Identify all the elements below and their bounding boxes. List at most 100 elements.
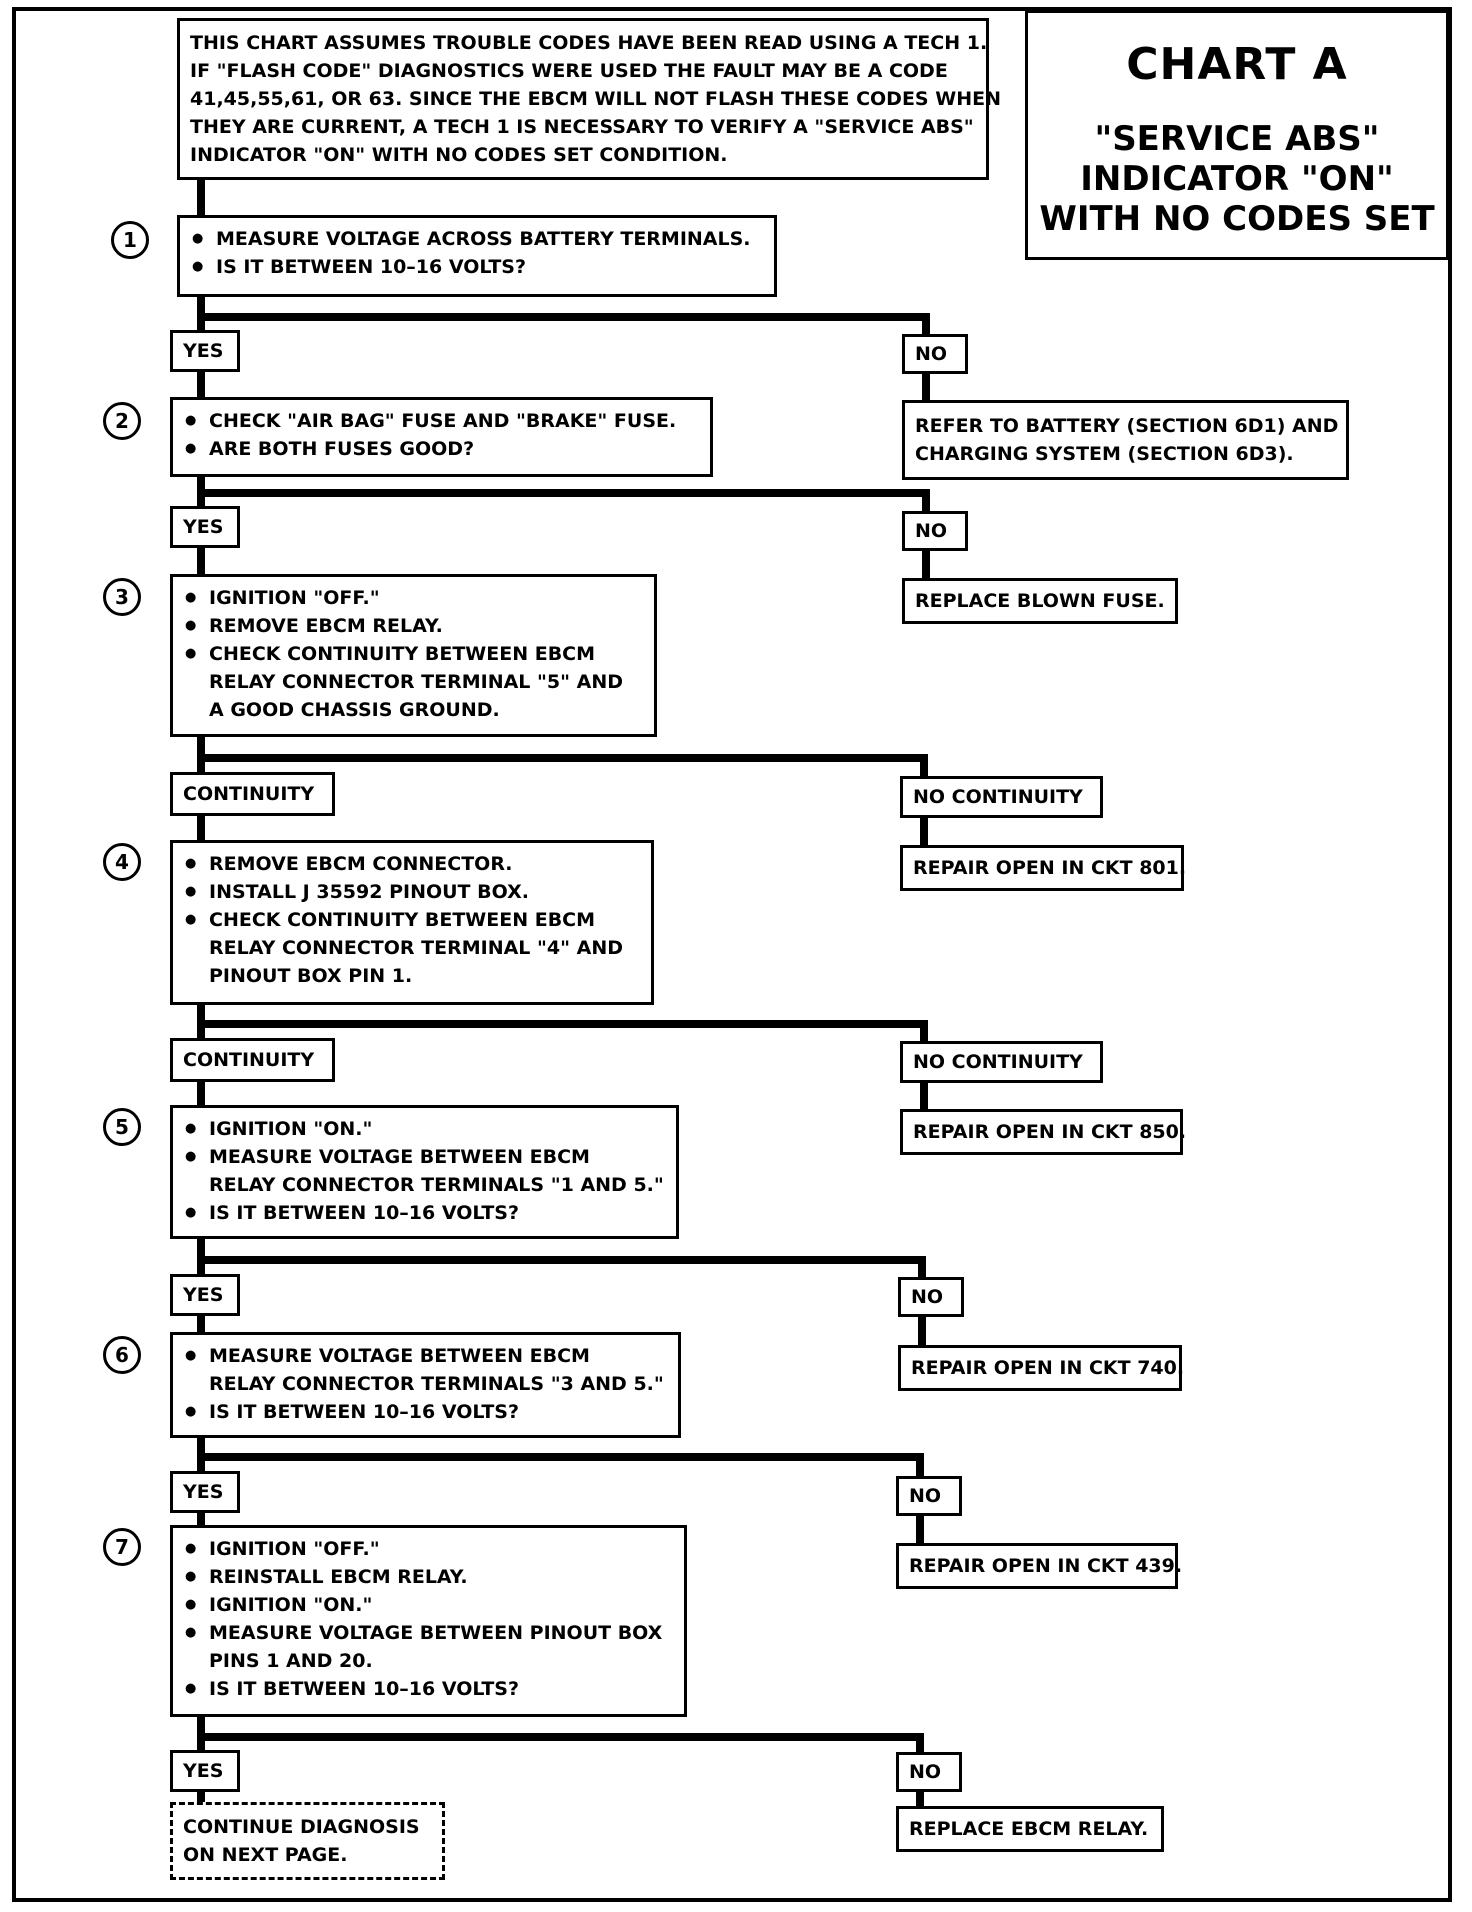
connector-line: [197, 1079, 205, 1107]
result-box: REPLACE EBCM RELAY.: [896, 1806, 1164, 1852]
step-bullet-item: MEASURE VOLTAGE BETWEEN EBCM: [183, 1143, 666, 1171]
connector-line: [922, 489, 930, 513]
connector-line: [197, 1510, 205, 1527]
step-number-circle: 4: [103, 843, 141, 881]
step-box: CHECK "AIR BAG" FUSE AND "BRAKE" FUSE.AR…: [170, 397, 713, 477]
connector-line: [197, 1313, 205, 1334]
branch-label-right: NO: [898, 1277, 964, 1317]
step-bullet-item: IGNITION "ON.": [183, 1115, 666, 1143]
connector-line: [916, 1733, 924, 1754]
step-bullet-item: CHECK "AIR BAG" FUSE AND "BRAKE" FUSE.: [183, 407, 700, 435]
branch-label-right: NO: [902, 511, 968, 551]
connector-line: [922, 371, 930, 402]
step-bullet-item: IS IT BETWEEN 10–16 VOLTS?: [183, 1398, 668, 1426]
branch-label-right: NO CONTINUITY: [900, 776, 1103, 818]
step-bullet-item: MEASURE VOLTAGE BETWEEN EBCM: [183, 1342, 668, 1370]
connector-line: [916, 1453, 924, 1478]
chart-title-box: CHART A "SERVICE ABS" INDICATOR "ON" WIT…: [1025, 10, 1449, 260]
step-bullet-item: IS IT BETWEEN 10–16 VOLTS?: [183, 1675, 674, 1703]
connector-line: [918, 1256, 926, 1279]
step-box: IGNITION "OFF."REINSTALL EBCM RELAY.IGNI…: [170, 1525, 687, 1717]
connector-line: [920, 754, 928, 778]
step-bullet-item: IGNITION "OFF.": [183, 1535, 674, 1563]
step-bullet-item: ARE BOTH FUSES GOOD?: [183, 435, 700, 463]
connector-line: [197, 1020, 928, 1028]
connector-line: [197, 754, 928, 762]
result-line: REPAIR OPEN IN CKT 740.: [911, 1357, 1185, 1379]
step-bullet-item: IS IT BETWEEN 10–16 VOLTS?: [183, 1199, 666, 1227]
result-line: REPLACE BLOWN FUSE.: [915, 590, 1165, 612]
step-bullet-item: IS IT BETWEEN 10–16 VOLTS?: [190, 253, 764, 281]
result-box: REFER TO BATTERY (SECTION 6D1) AND CHARGI…: [902, 400, 1349, 480]
result-box: REPAIR OPEN IN CKT 439.: [896, 1543, 1182, 1589]
connector-line: [922, 548, 930, 580]
connector-line: [920, 1080, 928, 1111]
connector-line: [197, 1256, 926, 1264]
step-bullet-item: CHECK CONTINUITY BETWEEN EBCM: [183, 906, 641, 934]
chart-subtitle: "SERVICE ABS" INDICATOR "ON" WITH NO COD…: [1028, 119, 1446, 239]
final-note-line: ON NEXT PAGE.: [183, 1844, 348, 1866]
result-box: REPAIR OPEN IN CKT 740.: [898, 1345, 1185, 1391]
connector-line: [197, 489, 930, 497]
step-continuation-line: RELAY CONNECTOR TERMINALS "3 AND 5.": [209, 1373, 664, 1395]
step-continuation-line: RELAY CONNECTOR TERMINALS "1 AND 5.": [209, 1174, 664, 1196]
connector-line: [920, 1020, 928, 1043]
branch-label-right: NO: [902, 334, 968, 374]
branch-label-left: YES: [170, 1471, 240, 1513]
step-bullet-item: MEASURE VOLTAGE ACROSS BATTERY TERMINALS…: [190, 225, 764, 253]
step-number-circle: 6: [103, 1336, 141, 1374]
connector-line: [197, 313, 930, 321]
intro-note-box: THIS CHART ASSUMES TROUBLE CODES HAVE BE…: [177, 18, 1001, 180]
connector-line: [918, 1314, 926, 1347]
result-box: REPLACE BLOWN FUSE.: [902, 578, 1178, 624]
branch-label-left: CONTINUITY: [170, 1038, 335, 1082]
branch-label-left: YES: [170, 330, 240, 372]
branch-label-right: NO CONTINUITY: [900, 1041, 1103, 1083]
step-box: MEASURE VOLTAGE ACROSS BATTERY TERMINALS…: [177, 215, 777, 297]
branch-label-left: CONTINUITY: [170, 772, 335, 816]
connector-line: [922, 313, 930, 336]
intro-line: INDICATOR "ON" WITH NO CODES SET CONDITI…: [190, 144, 728, 166]
result-line: REFER TO BATTERY (SECTION 6D1) AND: [915, 415, 1339, 437]
result-line: CHARGING SYSTEM (SECTION 6D3).: [915, 443, 1294, 465]
connector-line: [197, 813, 205, 842]
step-continuation-line: PINS 1 AND 20.: [209, 1650, 373, 1672]
branch-label-left: YES: [170, 1274, 240, 1316]
step-box: IGNITION "OFF."REMOVE EBCM RELAY.CHECK C…: [170, 574, 657, 737]
step-number-circle: 1: [111, 221, 149, 259]
step-bullet-item: REMOVE EBCM CONNECTOR.: [183, 850, 641, 878]
step-bullet-item: CHECK CONTINUITY BETWEEN EBCM: [183, 640, 644, 668]
subtitle-line: WITH NO CODES SET: [1039, 199, 1435, 239]
step-box: MEASURE VOLTAGE BETWEEN EBCM RELAY CONNEC…: [170, 1332, 681, 1438]
connector-line: [197, 369, 205, 399]
step-number-circle: 5: [103, 1108, 141, 1146]
step-bullet-item: IGNITION "ON.": [183, 1591, 674, 1619]
branch-label-left: YES: [170, 1750, 240, 1792]
result-line: REPLACE EBCM RELAY.: [909, 1818, 1149, 1840]
step-bullet-item: MEASURE VOLTAGE BETWEEN PINOUT BOX: [183, 1619, 674, 1647]
connector-line: [920, 815, 928, 847]
step-box: REMOVE EBCM CONNECTOR.INSTALL J 35592 PI…: [170, 840, 654, 1005]
branch-label-right: NO: [896, 1476, 962, 1516]
intro-line: THIS CHART ASSUMES TROUBLE CODES HAVE BE…: [190, 32, 988, 54]
step-number-circle: 7: [103, 1528, 141, 1566]
step-continuation-line: RELAY CONNECTOR TERMINAL "5" AND: [209, 671, 624, 693]
connector-line: [197, 178, 205, 217]
step-bullet-item: INSTALL J 35592 PINOUT BOX.: [183, 878, 641, 906]
connector-line: [197, 1789, 205, 1804]
branch-label-right: NO: [896, 1752, 962, 1792]
step-continuation-line: PINOUT BOX PIN 1.: [209, 965, 413, 987]
result-box: REPAIR OPEN IN CKT 850.: [900, 1109, 1187, 1155]
step-bullet-item: REMOVE EBCM RELAY.: [183, 612, 644, 640]
result-line: REPAIR OPEN IN CKT 850.: [913, 1121, 1187, 1143]
intro-line: IF "FLASH CODE" DIAGNOSTICS WERE USED TH…: [190, 60, 948, 82]
branch-label-left: YES: [170, 506, 240, 548]
step-number-circle: 2: [103, 402, 141, 440]
intro-line: THEY ARE CURRENT, A TECH 1 IS NECESSARY …: [190, 116, 974, 138]
subtitle-line: INDICATOR "ON": [1080, 159, 1394, 199]
step-continuation-line: A GOOD CHASSIS GROUND.: [209, 699, 500, 721]
intro-line: 41,45,55,61, OR 63. SINCE THE EBCM WILL …: [190, 88, 1001, 110]
subtitle-line: "SERVICE ABS": [1094, 119, 1380, 159]
